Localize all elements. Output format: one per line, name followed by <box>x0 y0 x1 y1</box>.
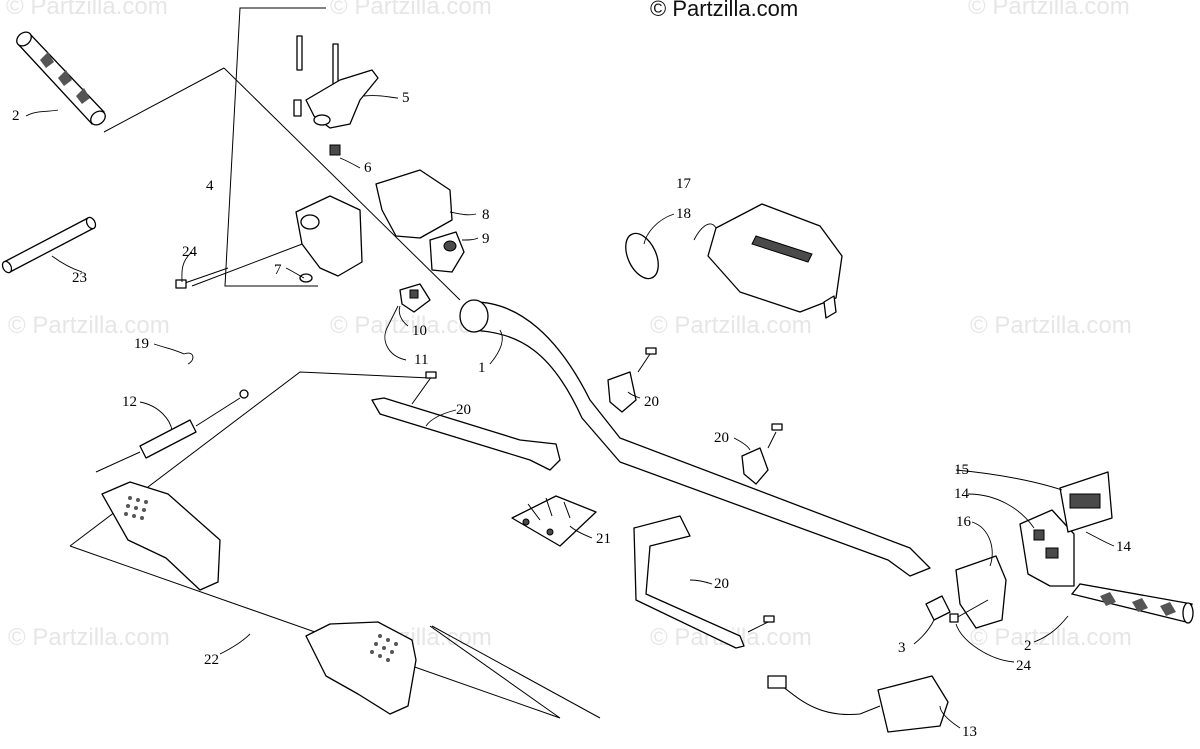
watermark: © Partzilla.com <box>6 0 168 20</box>
callout-label: 10 <box>412 323 427 339</box>
callout-label: 1 <box>478 360 486 376</box>
callout-label: 20 <box>714 576 729 592</box>
callout-label: 16 <box>956 514 972 530</box>
callout-label: 4 <box>206 178 214 194</box>
handguard-right[interactable] <box>305 621 417 715</box>
callout-label: 24 <box>182 244 198 260</box>
callout-label: 7 <box>274 262 282 278</box>
bar-tube[interactable] <box>1 216 98 274</box>
callout-label: 24 <box>1016 658 1032 674</box>
throttle-bushing[interactable] <box>925 595 951 621</box>
throttle-housing-cover[interactable] <box>955 555 1007 629</box>
clamp-brace-left[interactable] <box>371 371 561 471</box>
callout-label: 22 <box>204 652 219 668</box>
callout-label: 2 <box>12 108 20 124</box>
clip-part[interactable] <box>329 144 341 156</box>
screw-right[interactable] <box>949 599 989 623</box>
callout-label: 20 <box>714 430 729 446</box>
callout-label: 14 <box>954 486 970 502</box>
callout-label: 17 <box>676 176 692 192</box>
watermark: © Partzilla.com <box>970 624 1132 651</box>
callout-label: 3 <box>898 640 906 656</box>
mounting-kit[interactable] <box>511 495 597 547</box>
watermark: © Partzilla.com <box>970 312 1132 339</box>
clamp-upper[interactable] <box>607 347 657 413</box>
left-grip[interactable] <box>14 29 108 127</box>
wiring-harness[interactable] <box>767 675 949 733</box>
watermark: © Partzilla.com <box>968 0 1130 20</box>
right-grip[interactable] <box>1070 583 1194 624</box>
watermark: © Partzilla.com <box>8 312 170 339</box>
copyright-text: © Partzilla.com <box>650 0 798 21</box>
callout-label: 11 <box>414 352 428 368</box>
watermark: © Partzilla.com <box>650 312 812 339</box>
callout-label: 19 <box>134 336 149 352</box>
callout-label: 8 <box>482 207 490 223</box>
clamp-right[interactable] <box>741 423 783 485</box>
callout-labels: 2 5 6 4 8 9 24 23 7 10 11 1 19 12 20 20 … <box>12 90 1132 740</box>
control-housing[interactable] <box>1019 471 1113 587</box>
switch-assembly[interactable] <box>399 283 431 313</box>
callout-label: 20 <box>456 402 471 418</box>
callout-label: 20 <box>644 394 659 410</box>
cable-clip[interactable] <box>183 352 194 365</box>
callout-label: 9 <box>482 231 490 247</box>
handlebar-pad[interactable] <box>707 203 843 319</box>
brace-right[interactable] <box>633 515 775 649</box>
watermark: © Partzilla.com <box>8 624 170 651</box>
hose-clamp[interactable] <box>619 228 665 283</box>
callout-leaders <box>25 95 1115 729</box>
callout-label: 2 <box>1024 638 1032 654</box>
callout-label: 12 <box>122 394 137 410</box>
screw[interactable] <box>175 267 229 289</box>
callout-label: 6 <box>364 160 372 176</box>
callout-label: 18 <box>676 206 691 222</box>
callout-label: 5 <box>402 90 410 106</box>
master-cylinder-housing[interactable] <box>295 169 465 283</box>
watermark: © Partzilla.com <box>330 0 492 20</box>
callout-label: 21 <box>596 531 611 547</box>
callout-label: 13 <box>962 724 977 740</box>
brake-lever[interactable] <box>293 35 379 129</box>
callout-label: 15 <box>954 462 969 478</box>
callout-label: 14 <box>1116 539 1132 555</box>
handguard-left[interactable] <box>101 481 221 591</box>
callout-label: 23 <box>72 270 87 286</box>
handlebar[interactable] <box>459 299 931 577</box>
throttle-cable[interactable] <box>95 389 249 473</box>
